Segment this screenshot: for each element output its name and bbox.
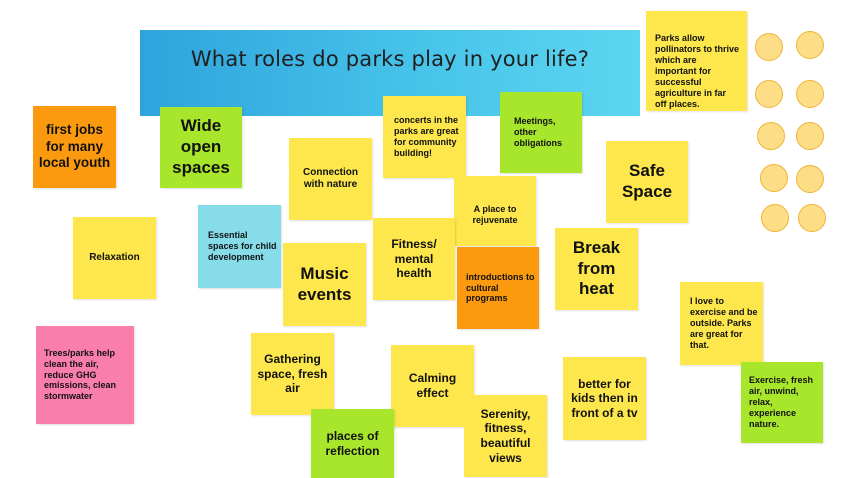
board-title: What roles do parks play in your life?	[190, 47, 590, 71]
sticky-note-pollinators[interactable]: Parks allow pollinators to thrive which …	[646, 11, 747, 111]
sticky-note-cultural-programs[interactable]: introductions to cultural programs	[457, 247, 539, 329]
sticky-note-text: concerts in the parks are great for comm…	[394, 115, 459, 158]
sticky-note-meetings[interactable]: Meetings, other obligations	[500, 92, 582, 173]
sticky-note-text: Gathering space, fresh air	[257, 352, 328, 396]
vote-dot[interactable]	[760, 164, 788, 192]
vote-dot[interactable]	[796, 80, 824, 108]
sticky-note-text: Trees/parks help clean the air, reduce G…	[44, 347, 117, 402]
sticky-note-text: Relaxation	[89, 251, 140, 263]
sticky-note-text: Serenity, fitness, beautiful views	[480, 406, 531, 465]
sticky-note-text: Safe Space	[621, 161, 673, 201]
vote-dot[interactable]	[796, 165, 824, 193]
sticky-note-text: Calming effect	[408, 371, 457, 400]
vote-dot[interactable]	[796, 31, 824, 59]
sticky-note-gathering[interactable]: Gathering space, fresh air	[251, 333, 334, 415]
sticky-note-text: Fitness/ mental health	[391, 237, 437, 281]
sticky-note-relaxation[interactable]: Relaxation	[73, 217, 156, 299]
sticky-note-text: Wide open spaces	[172, 116, 230, 177]
sticky-note-text: Break from heat	[572, 237, 621, 299]
sticky-note-text: better for kids then in front of a tv	[571, 376, 638, 420]
sticky-note-love-exercise[interactable]: I love to exercise and be outside. Parks…	[680, 282, 763, 365]
sticky-note-text: Music events	[297, 263, 352, 304]
sticky-note-reflection[interactable]: places of reflection	[311, 409, 394, 478]
vote-dot[interactable]	[755, 33, 783, 61]
sticky-note-text: Essential spaces for child development	[208, 230, 277, 262]
vote-dot[interactable]	[761, 204, 789, 232]
sticky-note-fitness-mental[interactable]: Fitness/ mental health	[373, 218, 455, 300]
sticky-note-break-heat[interactable]: Break from heat	[555, 228, 638, 310]
vote-dot[interactable]	[757, 122, 785, 150]
sticky-note-text: first jobs for many local youth	[38, 122, 111, 171]
sticky-note-serenity[interactable]: Serenity, fitness, beautiful views	[464, 395, 547, 477]
sticky-note-text: introductions to cultural programs	[466, 271, 535, 304]
sticky-note-text: Exercise, fresh air, unwind, relax, expe…	[749, 375, 814, 429]
sticky-note-trees-air[interactable]: Trees/parks help clean the air, reduce G…	[36, 326, 134, 424]
vote-dot[interactable]	[798, 204, 826, 232]
sticky-note-exercise-fresh[interactable]: Exercise, fresh air, unwind, relax, expe…	[741, 362, 823, 443]
sticky-note-text: places of reflection	[325, 428, 380, 458]
sticky-note-text: I love to exercise and be outside. Parks…	[690, 296, 758, 350]
vote-dot[interactable]	[796, 122, 824, 150]
vote-dot[interactable]	[755, 80, 783, 108]
sticky-note-essential-spaces[interactable]: Essential spaces for child development	[198, 205, 281, 288]
sticky-note-music-events[interactable]: Music events	[283, 243, 366, 326]
sticky-note-rejuvenate[interactable]: A place to rejuvenate	[454, 176, 536, 246]
sticky-note-text: Parks allow pollinators to thrive which …	[655, 33, 740, 109]
sticky-note-text: Meetings, other obligations	[514, 116, 562, 148]
sticky-note-wide-open[interactable]: Wide open spaces	[160, 107, 242, 188]
sticky-note-concerts[interactable]: concerts in the parks are great for comm…	[383, 96, 466, 178]
sticky-note-text: A place to rejuvenate	[472, 204, 518, 225]
sticky-note-better-kids[interactable]: better for kids then in front of a tv	[563, 357, 646, 440]
sticky-note-safe-space[interactable]: Safe Space	[606, 141, 688, 223]
sticky-note-calming[interactable]: Calming effect	[391, 345, 474, 427]
sticky-note-text: Connection with nature	[303, 166, 358, 190]
sticky-note-first-jobs[interactable]: first jobs for many local youth	[33, 106, 116, 188]
sticky-note-connection-nature[interactable]: Connection with nature	[289, 138, 372, 220]
